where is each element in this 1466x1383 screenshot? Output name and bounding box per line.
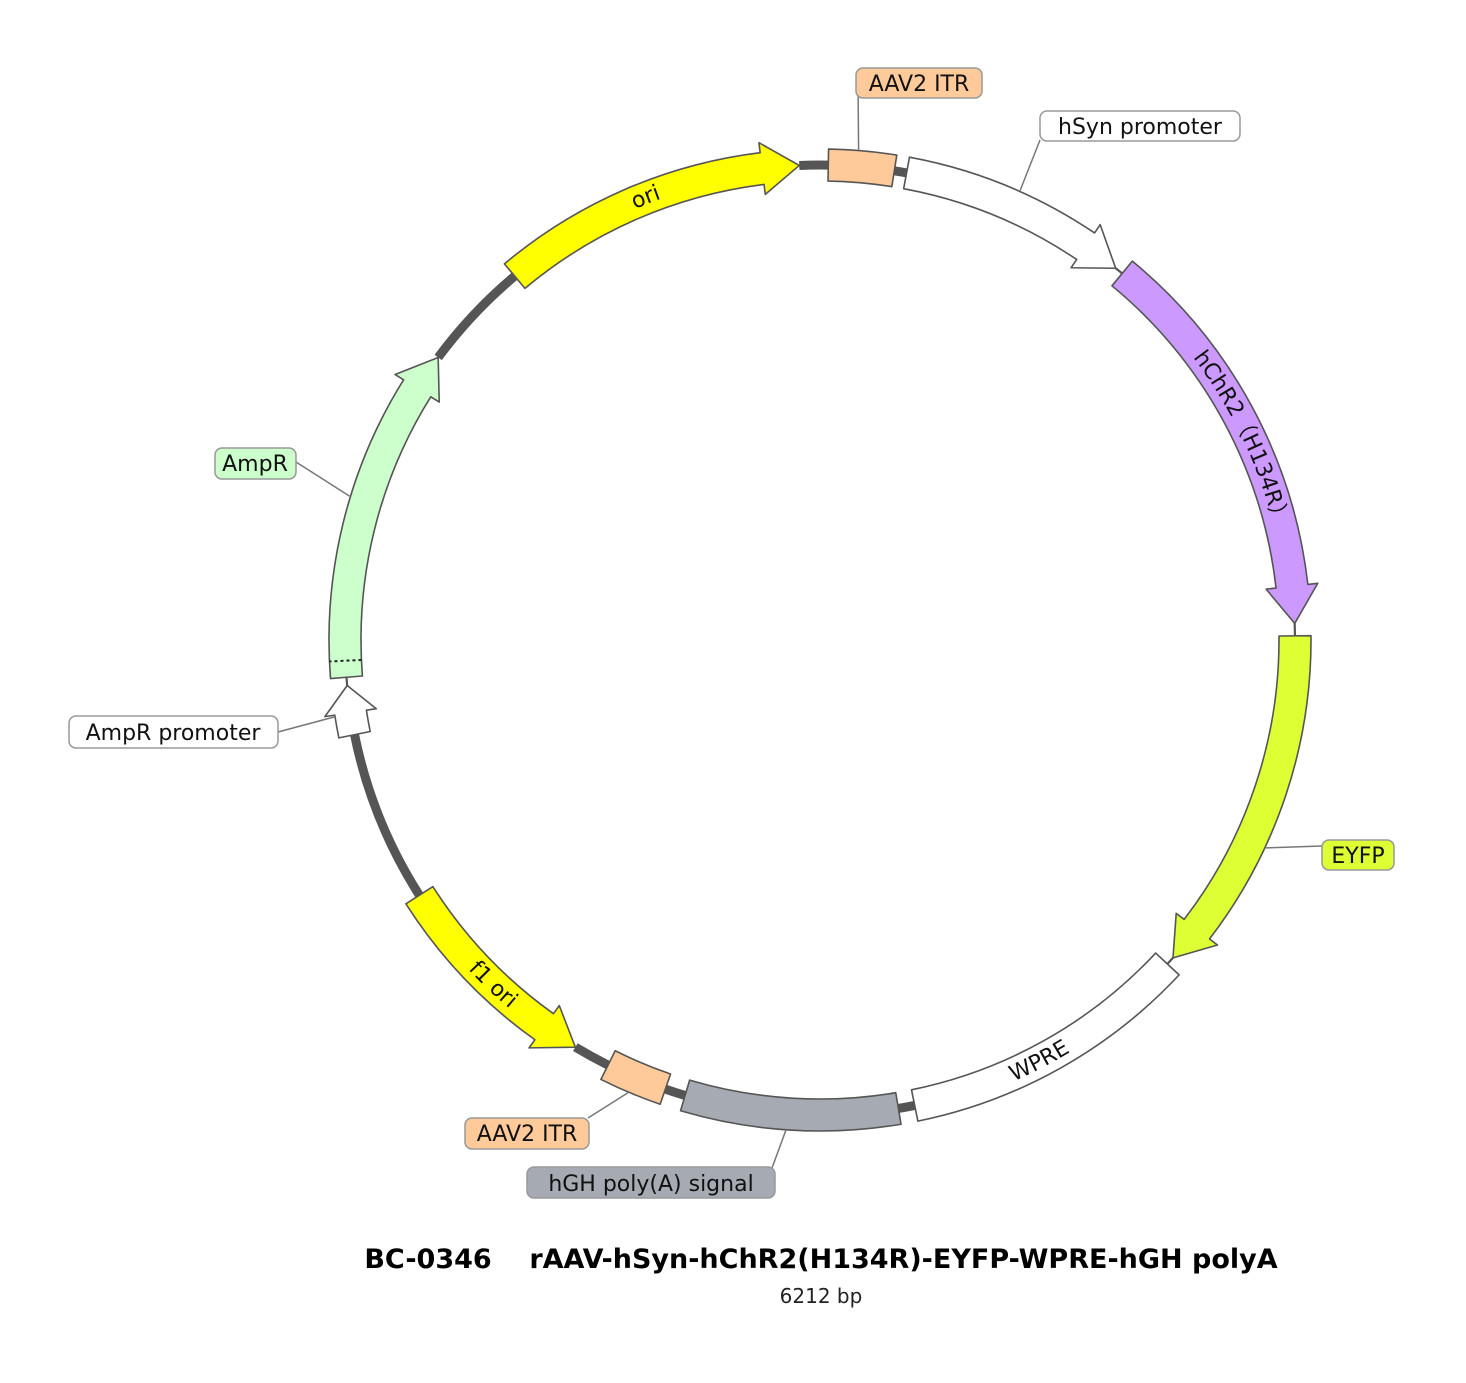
feature-amprprom[interactable] [324, 684, 378, 739]
backbone-segment [350, 733, 424, 898]
callout-line-itr2 [587, 1092, 629, 1119]
plasmid-id: BC-0346 [364, 1244, 492, 1275]
callout-box-itr2[interactable] [464, 1117, 590, 1150]
backbone-segment [573, 1043, 611, 1070]
feature-itr1[interactable] [827, 148, 898, 188]
callout-label-hsyn: hSyn promoter [1058, 115, 1223, 140]
callout-label-amprprom: AmpR promoter [86, 721, 262, 746]
callout-label-eyfp: EYFP [1331, 844, 1384, 869]
callout-label-polya: hGH poly(A) signal [548, 1172, 753, 1197]
feature-wpre[interactable] [910, 952, 1180, 1122]
callout-box-itr1[interactable] [855, 67, 983, 99]
callout-box-polya[interactable] [526, 1166, 776, 1199]
plasmid-name: rAAV-hSyn-hChR2(H134R)-EYFP-WPRE-hGH pol… [529, 1244, 1278, 1275]
backbone-segment [663, 1084, 687, 1100]
feature-ampr[interactable] [328, 356, 441, 680]
callout-line-polya [771, 1130, 787, 1169]
callout-label-itr2: AAV2 ITR [477, 1122, 578, 1147]
callout-box-eyfp[interactable] [1321, 839, 1395, 871]
plasmid-title: BC-0346 rAAV-hSyn-hChR2(H134R)-EYFP-WPRE… [0, 1244, 1466, 1275]
feature-polya[interactable] [679, 1079, 902, 1132]
plasmid-size: 6212 bp [779, 1284, 863, 1308]
callout-line-amprprom [277, 716, 335, 733]
callout-box-ampr[interactable] [214, 447, 297, 480]
callout-line-eyfp [1265, 845, 1323, 849]
callout-box-amprprom[interactable] [68, 715, 279, 749]
feature-label-chr2: hChR2（H134R） [1188, 346, 1293, 530]
callout-label-ampr: AmpR [222, 452, 288, 477]
callout-box-hsyn[interactable] [1039, 110, 1241, 142]
callout-line-hsyn [1019, 139, 1041, 191]
feature-f1ori[interactable] [405, 885, 577, 1049]
callout-line-ampr [295, 461, 350, 497]
callout-label-itr1: AAV2 ITR [869, 72, 970, 97]
backbone-segment [893, 166, 908, 178]
feature-hsyn[interactable] [902, 156, 1117, 270]
feature-chr2[interactable] [1111, 260, 1319, 625]
feature-ori[interactable] [503, 141, 801, 290]
feature-eyfp[interactable] [1172, 634, 1312, 959]
backbone-segment [434, 272, 518, 361]
feature-itr2[interactable] [600, 1049, 672, 1106]
ampr-divider [329, 659, 362, 663]
backbone-segment [897, 1101, 916, 1113]
